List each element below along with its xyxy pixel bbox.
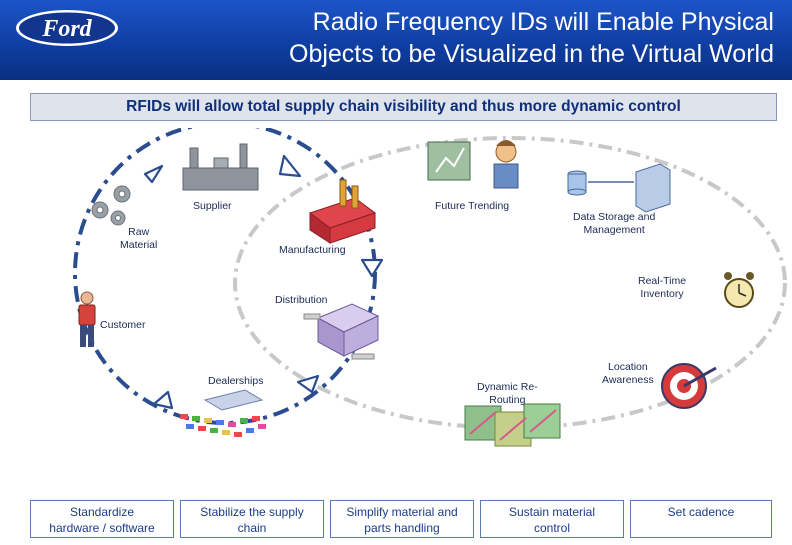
raw-material-label: Raw Material bbox=[120, 226, 157, 252]
manufacturing-label: Manufacturing bbox=[279, 244, 346, 256]
rerouting-label-line2: Routing bbox=[489, 394, 526, 406]
flow-arrow bbox=[360, 258, 384, 278]
data-storage-label: Data Storage and Management bbox=[573, 211, 655, 237]
goal-box-sustain: Sustain material control bbox=[480, 500, 624, 538]
flow-arrow bbox=[143, 164, 164, 184]
distribution-label: Distribution bbox=[275, 294, 328, 306]
goal-box-cadence: Set cadence bbox=[630, 500, 772, 538]
rerouting-maps-icon bbox=[464, 403, 561, 447]
gears-icon bbox=[91, 185, 131, 226]
supplier-label: Supplier bbox=[193, 200, 232, 212]
subtitle-banner: RFIDs will allow total supply chain visi… bbox=[30, 93, 777, 121]
real-time-label-line2: Inventory bbox=[640, 288, 684, 300]
goal-box-standardize: Standardize hardware / software bbox=[30, 500, 174, 538]
flow-arrow bbox=[296, 374, 320, 394]
real-time-label-line1: Real-Time bbox=[638, 275, 687, 287]
visibility-ellipse bbox=[233, 136, 787, 430]
raw-material-label-line2: Material bbox=[120, 239, 158, 251]
future-trending-icon bbox=[427, 140, 519, 189]
page-title: Radio Frequency IDs will Enable Physical… bbox=[214, 6, 774, 70]
dealership-cars-icon bbox=[180, 389, 266, 437]
supplier-factory-icon bbox=[182, 143, 259, 191]
future-trending-label: Future Trending bbox=[435, 200, 510, 212]
customer-person-icon bbox=[78, 291, 96, 347]
ford-logo: Ford bbox=[16, 10, 118, 46]
location-awareness-label: Location Awareness bbox=[602, 361, 654, 387]
flow-arrow bbox=[152, 390, 174, 410]
distribution-center-icon bbox=[303, 303, 380, 360]
goal-box-stabilize: Stabilize the supply chain bbox=[180, 500, 324, 538]
goal-line1: Set cadence bbox=[667, 505, 735, 519]
data-storage-label-line1: Data Storage and bbox=[573, 211, 656, 223]
target-icon bbox=[661, 363, 717, 409]
dealerships-label: Dealerships bbox=[208, 375, 264, 387]
goal-line2: control bbox=[533, 521, 571, 535]
flow-arrow bbox=[278, 154, 302, 178]
manufacturing-factory-icon bbox=[308, 179, 377, 244]
raw-material-label-line1: Raw bbox=[128, 226, 150, 238]
logo-text: Ford bbox=[41, 16, 92, 42]
data-storage-icon bbox=[567, 163, 671, 213]
goal-line1: Sustain material bbox=[508, 505, 596, 519]
location-label-line2: Awareness bbox=[602, 374, 654, 386]
goal-line2: parts handling bbox=[364, 521, 440, 535]
rerouting-label-line1: Dynamic Re- bbox=[477, 381, 538, 393]
goal-line1: Stabilize the supply bbox=[200, 505, 304, 519]
goal-box-simplify: Simplify material and parts handling bbox=[330, 500, 474, 538]
supply-chain-diagram bbox=[73, 128, 787, 447]
goal-line2: chain bbox=[237, 521, 267, 535]
goal-line1: Simplify material and bbox=[346, 505, 458, 519]
location-label-line1: Location bbox=[608, 361, 648, 373]
data-storage-label-line2: Management bbox=[583, 224, 645, 236]
header-banner: Ford Radio Frequency IDs will Enable Phy… bbox=[0, 0, 792, 80]
dynamic-rerouting-label: Dynamic Re- Routing bbox=[477, 381, 538, 407]
title-line-2: Objects to be Visualized in the Virtual … bbox=[289, 40, 774, 68]
alarm-clock-icon bbox=[724, 272, 754, 308]
title-line-1: Radio Frequency IDs will Enable Physical bbox=[312, 8, 774, 36]
customer-label: Customer bbox=[100, 319, 146, 331]
real-time-inventory-label: Real-Time Inventory bbox=[638, 275, 686, 301]
goal-line2: hardware / software bbox=[49, 521, 155, 535]
goal-line1: Standardize bbox=[69, 505, 135, 519]
